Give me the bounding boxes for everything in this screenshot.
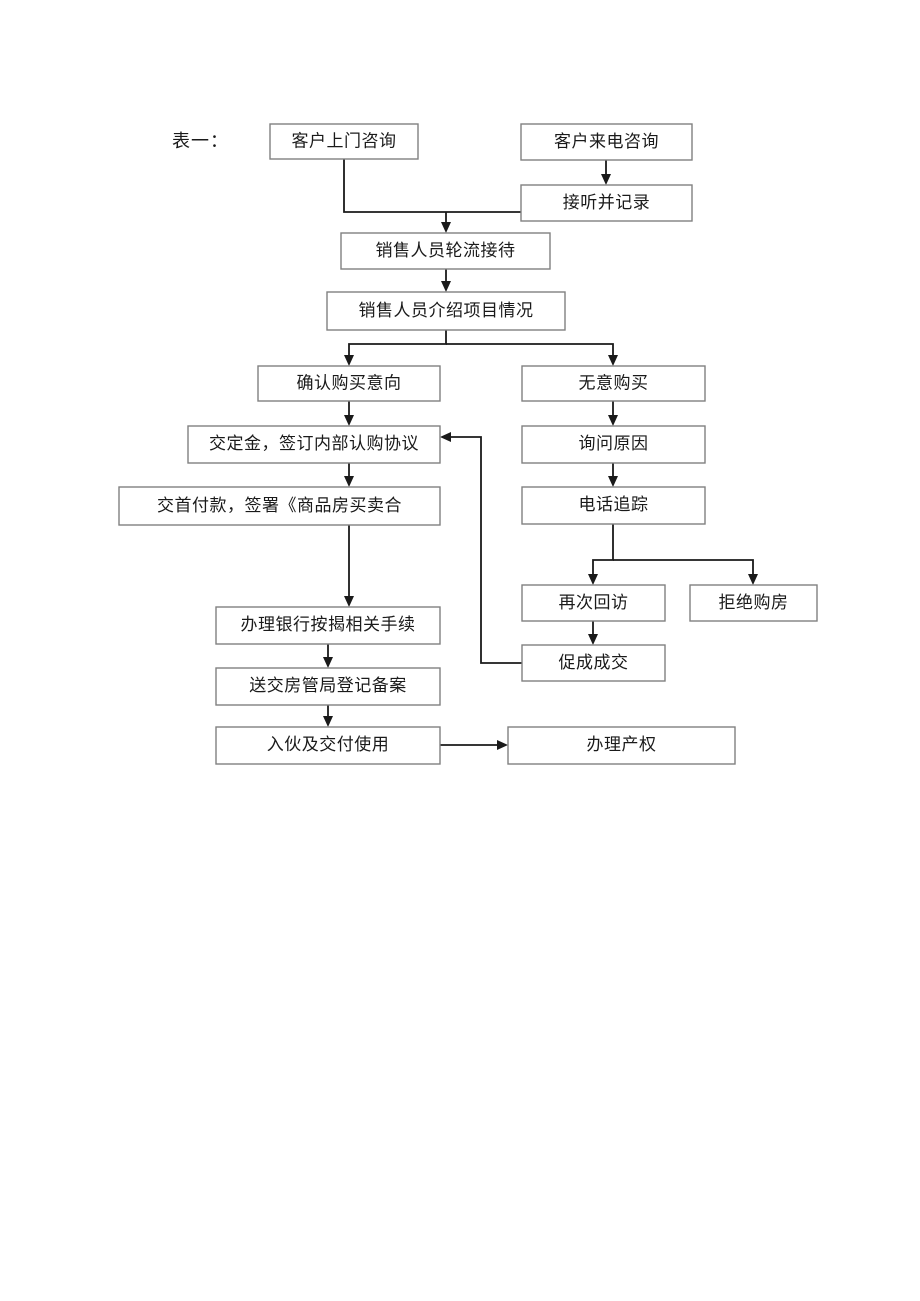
node-box <box>521 365 706 402</box>
diagram-caption: 表一： <box>172 131 229 151</box>
node-box <box>521 584 666 622</box>
arrowhead-n4 <box>441 222 451 233</box>
node-no-purchase-intent[interactable]: 无意购买 <box>521 365 706 402</box>
arrowhead-n7 <box>608 355 618 366</box>
node-box <box>118 486 441 526</box>
arrowhead-n10 <box>344 476 354 487</box>
node-box <box>507 726 736 765</box>
node-bank-mortgage-procedures[interactable]: 办理银行按揭相关手续 <box>215 606 441 645</box>
node-box <box>187 425 441 464</box>
node-box <box>521 486 706 525</box>
arrowhead-feedback-n8 <box>440 432 451 442</box>
node-sales-rotation-reception[interactable]: 销售人员轮流接待 <box>340 232 551 270</box>
node-box <box>326 291 566 331</box>
node-label: 电话追踪 <box>579 495 649 514</box>
node-label: 交首付款，签署《商品房买卖合 <box>157 496 402 515</box>
node-box <box>215 606 441 645</box>
node-label: 办理银行按揭相关手续 <box>241 615 416 634</box>
edge-n15-to-n8-feedback <box>447 436 522 664</box>
arrowhead-n6 <box>344 355 354 366</box>
node-label: 客户来电咨询 <box>554 132 659 151</box>
edge-n11-to-n12 <box>592 524 614 578</box>
node-box <box>521 644 666 682</box>
arrowhead-n18 <box>497 740 508 750</box>
node-move-in-and-handover[interactable]: 入伙及交付使用 <box>215 726 441 765</box>
node-label: 再次回访 <box>559 593 629 612</box>
node-close-the-deal[interactable]: 促成成交 <box>521 644 666 682</box>
node-layer: 客户上门咨询 客户来电咨询 接听并记录 销售人员轮流接待 销售人员介绍项目情况 <box>118 123 818 765</box>
node-box <box>215 667 441 706</box>
edge-n5-to-n6 <box>348 330 447 359</box>
arrowhead-n16 <box>323 657 333 668</box>
arrowhead-n13 <box>748 574 758 585</box>
node-customer-call[interactable]: 客户来电咨询 <box>520 123 693 161</box>
node-label: 销售人员轮流接待 <box>376 241 516 260</box>
node-confirm-purchase-intent[interactable]: 确认购买意向 <box>257 365 441 402</box>
node-label: 交定金，签订内部认购协议 <box>209 434 419 453</box>
connector-layer <box>323 159 758 750</box>
arrowhead-n12 <box>588 574 598 585</box>
node-label: 接听并记录 <box>563 193 651 212</box>
edge-n5-to-n7 <box>446 343 614 359</box>
node-label: 无意购买 <box>579 373 649 392</box>
node-revisit-again[interactable]: 再次回访 <box>521 584 666 622</box>
node-label: 办理产权 <box>587 735 657 754</box>
arrowhead-n5 <box>441 281 451 292</box>
node-label: 询问原因 <box>579 434 649 453</box>
arrowhead-n8 <box>344 415 354 426</box>
arrowhead-n17 <box>323 716 333 727</box>
node-box <box>215 726 441 765</box>
node-label: 送交房管局登记备案 <box>249 676 407 695</box>
node-refuse-purchase[interactable]: 拒绝购房 <box>689 584 818 622</box>
arrowhead-n14 <box>344 596 354 607</box>
node-answer-and-record[interactable]: 接听并记录 <box>520 184 693 222</box>
arrowhead-n3 <box>601 174 611 185</box>
node-box <box>520 184 693 222</box>
node-label: 拒绝购房 <box>719 593 789 612</box>
node-ask-reason[interactable]: 询问原因 <box>521 425 706 464</box>
node-box <box>269 123 419 160</box>
node-box <box>520 123 693 161</box>
node-label: 确认购买意向 <box>297 373 402 392</box>
node-property-title-processing[interactable]: 办理产权 <box>507 726 736 765</box>
node-customer-walkin[interactable]: 客户上门咨询 <box>269 123 419 160</box>
edge-n1-to-n4 <box>343 159 446 213</box>
node-label: 销售人员介绍项目情况 <box>359 301 534 320</box>
node-box <box>340 232 551 270</box>
node-sales-project-intro[interactable]: 销售人员介绍项目情况 <box>326 291 566 331</box>
node-label: 客户上门咨询 <box>292 131 397 150</box>
node-label: 入伙及交付使用 <box>267 734 390 754</box>
node-box <box>257 365 441 402</box>
arrowhead-n11 <box>608 476 618 487</box>
edge-n11-to-n13 <box>613 559 754 578</box>
node-deposit-and-internal-agreement[interactable]: 交定金，签订内部认购协议 <box>187 425 441 464</box>
node-label: 促成成交 <box>559 653 629 672</box>
node-box <box>689 584 818 622</box>
node-box <box>521 425 706 464</box>
node-submit-to-housing-bureau[interactable]: 送交房管局登记备案 <box>215 667 441 706</box>
node-downpayment-and-sale-contract[interactable]: 交首付款，签署《商品房买卖合 <box>118 486 441 526</box>
arrowhead-n15 <box>588 634 598 645</box>
arrowhead-n9 <box>608 415 618 426</box>
node-phone-followup[interactable]: 电话追踪 <box>521 486 706 525</box>
